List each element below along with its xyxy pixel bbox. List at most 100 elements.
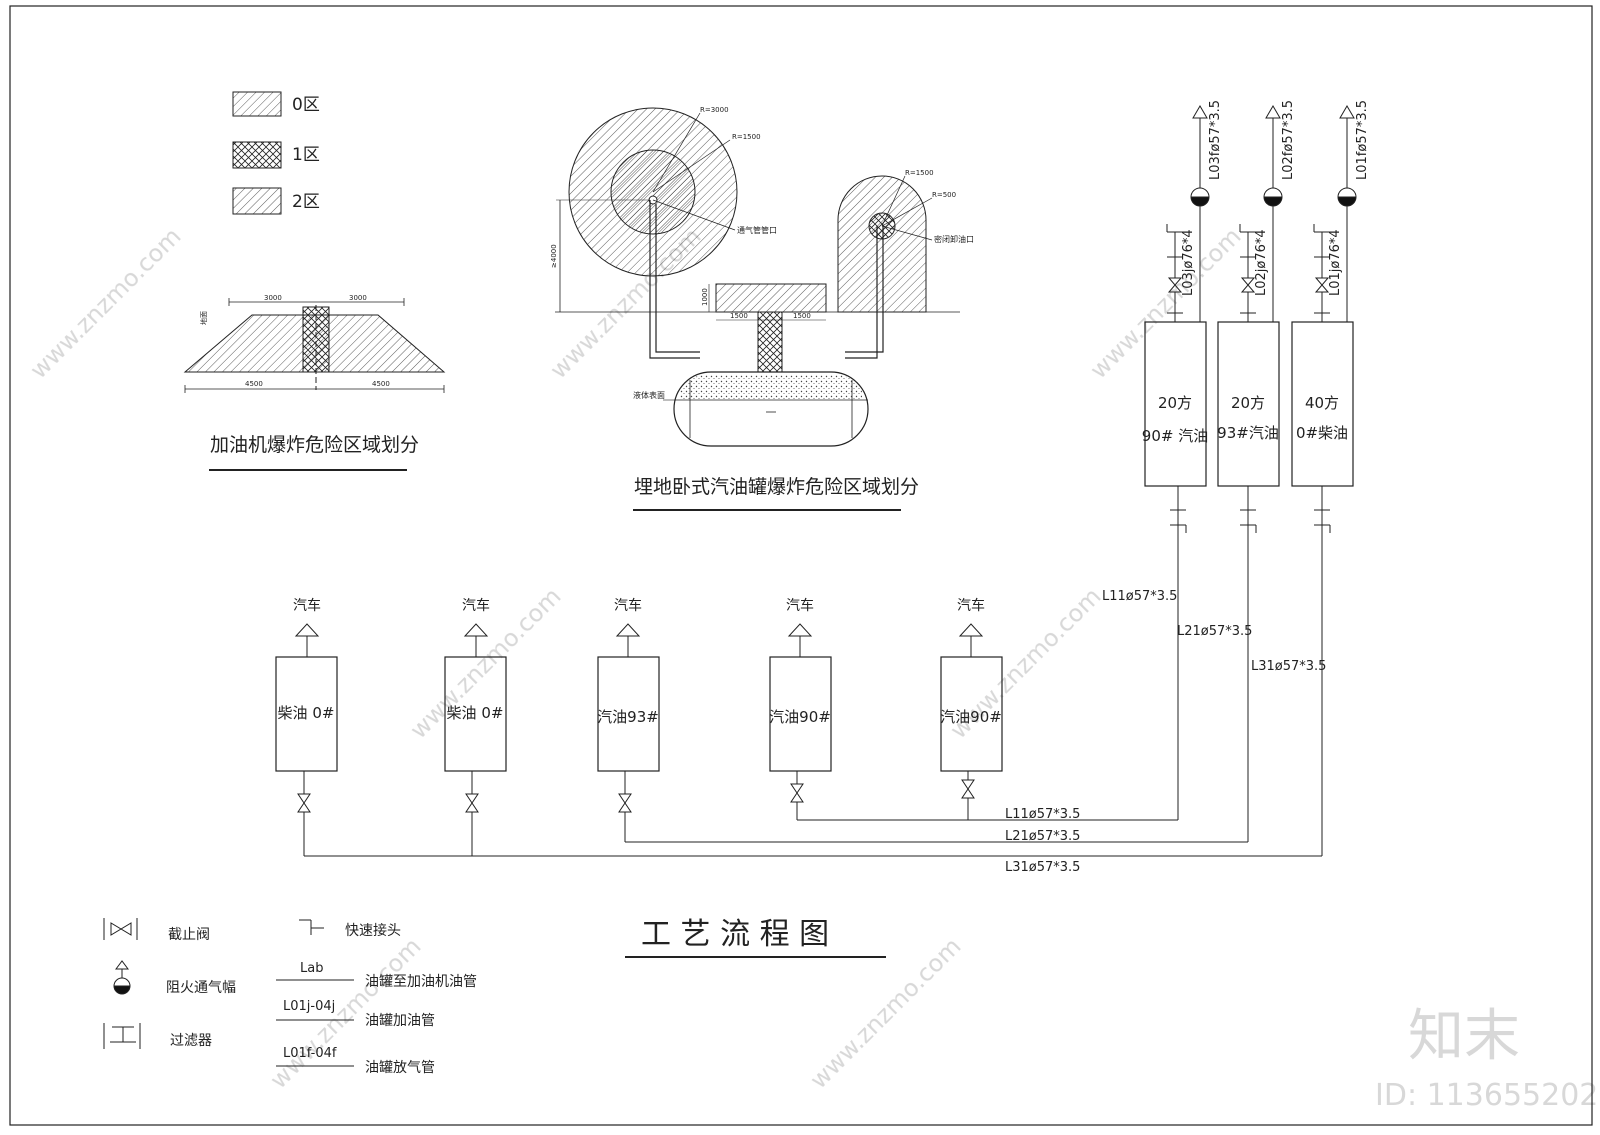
zone0-label: 0区: [292, 95, 320, 115]
dispenser-body: [769, 656, 832, 772]
vent-pipe-label: L01fø57*3.5: [1355, 100, 1370, 180]
dispenser-section: 3000 3000 4500 4500 地面 加油机爆炸危险区域划分: [183, 294, 446, 471]
valve-icon: [103, 918, 138, 940]
header-pipe-label: L11ø57*3.5: [1005, 807, 1080, 822]
tank-section: R=3000 R=1500 通气管管口 R=1500 R=500 密闭卸油口 ≥…: [550, 106, 974, 511]
valve-icon: [618, 793, 632, 813]
dispenser-body: [940, 656, 1003, 772]
dispenser-body: [275, 656, 338, 772]
flame-arrester-icon: [1337, 105, 1357, 207]
label-liquid: 液体表面: [633, 390, 665, 400]
tank-capacity: 20方: [1158, 394, 1192, 412]
tank-product: 93#汽油: [1217, 424, 1279, 442]
tank-product: 0#柴油: [1296, 424, 1348, 442]
tank-capacity: 40方: [1305, 394, 1339, 412]
dispenser-product: 汽油90#: [769, 708, 831, 726]
dim-bottom-left: 4500: [245, 380, 263, 388]
valve-icon: [297, 793, 311, 813]
tank-capacity: 20方: [1231, 394, 1265, 412]
dispenser-top-label: 汽车: [786, 597, 814, 614]
zone2-swatch: [232, 187, 282, 215]
zone0-swatch: [232, 91, 282, 117]
dispenser-top-label: 汽车: [957, 597, 985, 614]
dispenser-product: 柴油 0#: [278, 704, 335, 722]
label-h4000: ≥4000: [550, 244, 558, 268]
sheet-border: [9, 5, 1593, 1126]
valve-icon: [790, 783, 804, 803]
header-pipe-label: L21ø57*3.5: [1005, 829, 1080, 844]
label-w1500-left: 1500: [730, 312, 748, 320]
manhole-shaft: [757, 311, 783, 373]
valve-icon: [465, 793, 479, 813]
label-r1500-small: R=1500: [905, 169, 934, 177]
legend-line-code: L01f-04f: [283, 1046, 337, 1061]
dim-top-right: 3000: [349, 294, 367, 302]
watermark-logo: 知末: [1408, 1004, 1520, 1069]
label-r1500-big: R=1500: [732, 133, 761, 141]
fill-pipe-label: L03jø76*4: [1181, 229, 1196, 296]
legend-filter-label: 过滤器: [170, 1033, 212, 1049]
filter-icon: [103, 1023, 141, 1049]
riser-label: L31ø57*3.5: [1251, 659, 1326, 674]
dim-bottom-right: 4500: [372, 380, 390, 388]
label-h1000: 1000: [701, 288, 709, 306]
zone-legend: 0区 1区 2区: [232, 91, 320, 215]
storage-tank-90: 20方 90# 汽油: [1142, 321, 1208, 487]
label-r3000: R=3000: [700, 106, 729, 114]
zone1-label: 1区: [292, 145, 320, 165]
watermark-url: www.znzmo.com: [24, 222, 186, 384]
manhole-zone: [715, 283, 827, 313]
storage-tank-93: 20方 93#汽油: [1217, 321, 1280, 487]
riser-label: L21ø57*3.5: [1177, 624, 1252, 639]
storage-tanks: 20方 90# 汽油 20方 93#汽油 40方 0#柴油: [1102, 100, 1370, 856]
fill-pipe-label: L01jø76*4: [1328, 229, 1343, 296]
label-sealed: 密闭卸油口: [934, 234, 974, 244]
riser-label: L11ø57*3.5: [1102, 589, 1177, 604]
label-w1500-right: 1500: [793, 312, 811, 320]
drawing-title: 工 艺 流 程 图: [641, 917, 829, 952]
watermark-id: ID: 1136552020: [1375, 1078, 1600, 1113]
dispenser-body: [444, 656, 507, 772]
unload-zone-2: [837, 175, 927, 313]
dispenser-section-title: 加油机爆炸危险区域划分: [210, 434, 419, 456]
legend-valve-label: 截止阀: [168, 927, 210, 943]
dim-top-left: 3000: [264, 294, 282, 302]
quick-coupling-icon: [299, 919, 324, 935]
symbol-legend: 截止阀 阻火通气幅 过滤器: [103, 918, 236, 1049]
tank-product: 90# 汽油: [1142, 427, 1208, 445]
tank-body: [1217, 321, 1280, 487]
valve-icon: [961, 779, 975, 799]
dispenser-2: 汽车 柴油 0#: [444, 597, 507, 772]
dispenser-body: [597, 656, 660, 772]
dispenser-product: 柴油 0#: [447, 704, 504, 722]
dispenser-5: 汽车 汽油90#: [940, 597, 1003, 772]
flame-arrester-icon: [1263, 105, 1283, 207]
dispensers: 汽车 柴油 0# 汽车 柴油 0# 汽车 汽油93# 汽车 汽油90#: [275, 597, 1322, 875]
dispenser-3: 汽车 汽油93#: [597, 597, 660, 772]
vent-pipe-label: L02fø57*3.5: [1281, 100, 1296, 180]
legend-arrester-label: 阻火通气幅: [166, 980, 236, 996]
vent-pipe-label: L03fø57*3.5: [1208, 100, 1223, 180]
line-legend: 快速接头 Lab 油罐至加油机油管 L01j-04j 油罐加油管 L01f-04…: [276, 919, 477, 1076]
dispenser-4: 汽车 汽油90#: [769, 597, 832, 772]
flame-arrester-icon: [113, 960, 131, 995]
dispenser-product: 汽油93#: [597, 708, 659, 726]
legend-line-label: 油罐放气管: [365, 1060, 435, 1076]
tank-section-title: 埋地卧式汽油罐爆炸危险区域划分: [634, 476, 919, 498]
storage-tank-0: 40方 0#柴油: [1291, 321, 1354, 487]
dispenser-top-label: 汽车: [462, 597, 490, 614]
legend-line-label: 油罐至加油机油管: [365, 974, 477, 990]
tank-body: [1144, 321, 1207, 487]
legend-coupling-label: 快速接头: [345, 922, 401, 939]
dispenser-top-label: 汽车: [293, 597, 321, 614]
dim-height: 地面: [199, 311, 208, 325]
zone1-swatch: [232, 141, 282, 169]
dispenser-product: 汽油90#: [940, 708, 1002, 726]
dispenser-1: 汽车 柴油 0#: [275, 597, 338, 772]
label-r500: R=500: [932, 191, 956, 199]
header-pipe-label: L31ø57*3.5: [1005, 860, 1080, 875]
zone2-label: 2区: [292, 192, 320, 212]
legend-line-code: L01j-04j: [283, 999, 335, 1014]
